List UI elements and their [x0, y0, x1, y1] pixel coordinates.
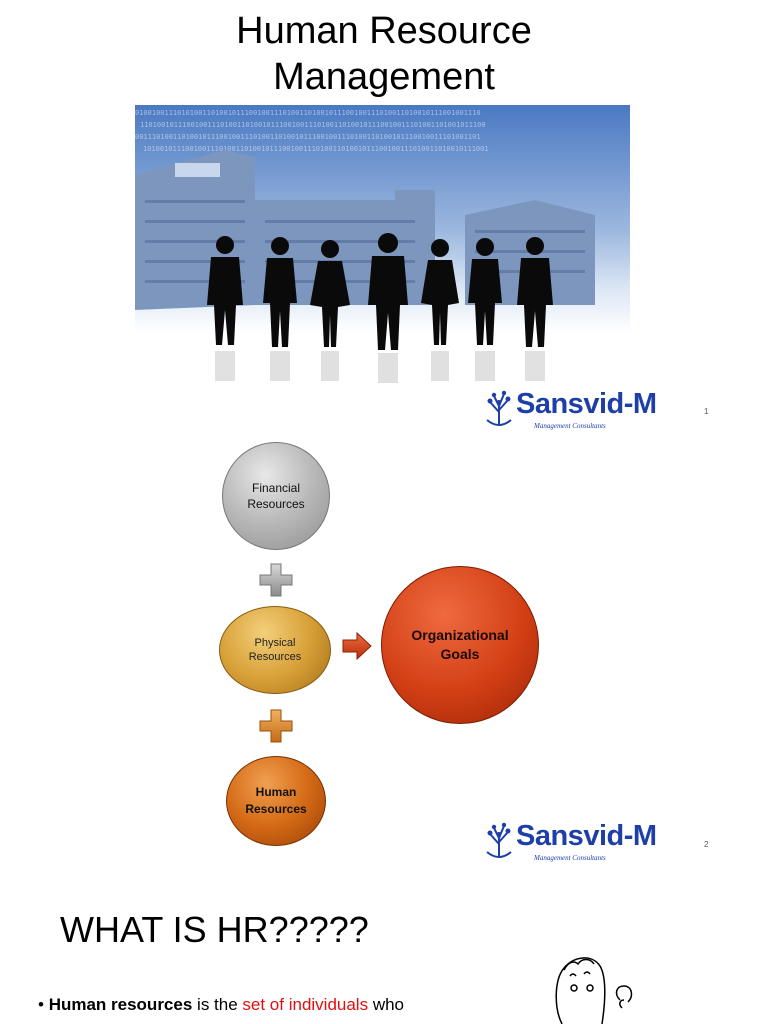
slide-2: Financial Resources Physical Resources H… [0, 434, 768, 868]
tree-logo-icon [486, 390, 512, 426]
physical-resources-circle: Physical Resources [219, 606, 331, 694]
physical-label: Physical Resources [248, 637, 302, 663]
svg-text:001110100110100101110010011101: 0011101001101001011100100111010011010010… [135, 133, 481, 141]
financial-resources-circle: Financial Resources [222, 442, 330, 550]
bullet-bold-term: Human resources [48, 995, 193, 1014]
plus-icon-orange [259, 709, 293, 743]
page-number-2: 2 [704, 840, 709, 849]
human-label: Human Resources [245, 785, 307, 816]
svg-text:101001011100100111010011010010: 1010010111001001110100110100101110010011… [143, 145, 489, 153]
business-team-image: 0100100111010100110100101110010011101001… [135, 105, 630, 385]
financial-label: Financial Resources [247, 481, 305, 511]
svg-text:010010011101010011010010111001: 0100100111010100110100101110010011101001… [135, 109, 481, 117]
logo-brand-text: Sansvid-M [516, 388, 657, 420]
what-is-hr-title: WHAT IS HR????? [60, 909, 369, 950]
slide-1-title: Human Resource Management [0, 8, 768, 100]
sansvid-logo-2: Sansvid-M Management Consultants [484, 820, 674, 862]
slide-1: Human Resource Management 01001001110101… [0, 0, 768, 434]
title-line-1: Human Resource [236, 10, 532, 52]
bullet-text-mid: is the [192, 995, 243, 1014]
logo-tagline: Management Consultants [534, 422, 606, 430]
plus-icon-grey [259, 563, 293, 597]
human-resources-circle: Human Resources [226, 756, 326, 846]
page-number-1: 1 [704, 407, 709, 416]
slide-3: WHAT IS HR????? • Human resources is the… [0, 868, 768, 1024]
title-line-2: Management [273, 56, 495, 98]
svg-text:110100101110010011101001101001: 1101001011100100111010011010010111001001… [140, 121, 486, 129]
bullet-highlight: set of individuals [242, 995, 369, 1014]
logo-brand-text: Sansvid-M [516, 820, 657, 852]
hr-definition-bullet: • Human resources is the set of individu… [38, 995, 405, 1014]
sansvid-logo: Sansvid-M Management Consultants [484, 388, 674, 430]
tree-logo-icon [486, 822, 512, 858]
goals-label: Organizational Goals [411, 627, 509, 662]
cartoon-head-icon [555, 957, 633, 1024]
logo-tagline: Management Consultants [534, 854, 606, 862]
bullet-text-end: who [368, 995, 405, 1014]
organizational-goals-circle: Organizational Goals [381, 566, 539, 724]
arrow-right-icon [342, 632, 372, 660]
